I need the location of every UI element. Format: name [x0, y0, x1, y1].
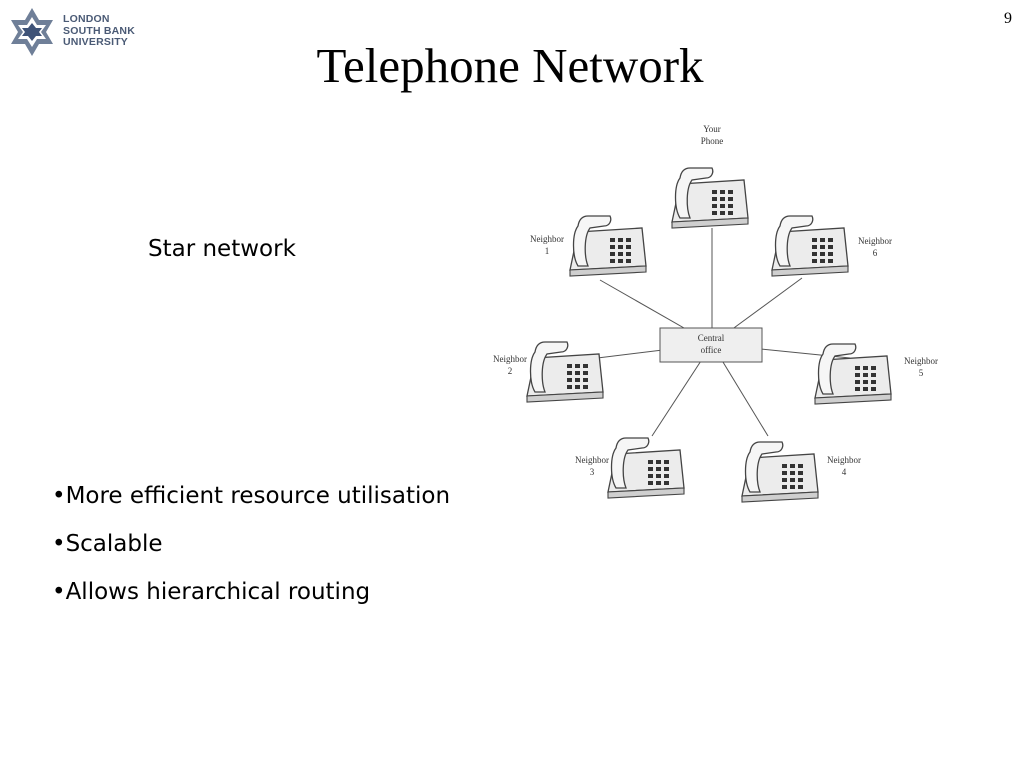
phone-icon — [814, 343, 892, 405]
node-label-your-phone: Phone — [701, 136, 724, 146]
node-label-neighbor-6: Neighbor — [858, 236, 892, 246]
logo-line: SOUTH BANK — [63, 24, 135, 37]
node-label-neighbor-5: 5 — [919, 368, 924, 378]
node-label-neighbor-3: 3 — [590, 467, 595, 477]
central-office-label: office — [701, 345, 722, 355]
node-label-neighbor-5: Neighbor — [904, 356, 938, 366]
bullet-list: •More efficient resource utilisation •Sc… — [52, 480, 450, 624]
phone-icon — [771, 215, 849, 277]
logo-line: LONDON — [63, 13, 110, 25]
phone-icon — [526, 341, 604, 403]
bullet-item: •Scalable — [52, 531, 163, 557]
node-label-your-phone: Your — [703, 124, 721, 134]
node-label-neighbor-1: Neighbor — [530, 234, 564, 244]
phone-icon — [569, 215, 647, 277]
slide-title: Telephone Network — [316, 38, 704, 93]
phone-icon — [607, 437, 685, 499]
bullet-item: •Allows hierarchical routing — [52, 579, 371, 605]
node-label-neighbor-6: 6 — [873, 248, 878, 258]
star-logo-icon — [11, 8, 53, 56]
node-label-neighbor-2: Neighbor — [493, 354, 527, 364]
node-label-neighbor-2: 2 — [508, 366, 513, 376]
university-logo: LONDON SOUTH BANK UNIVERSITY — [6, 6, 146, 62]
diagram-caption: Star network — [148, 236, 296, 262]
central-office-label: Central — [698, 333, 725, 343]
node-label-neighbor-4: Neighbor — [827, 455, 861, 465]
node-label-neighbor-1: 1 — [545, 246, 550, 256]
star-network-diagram: Central office Your Phone Neighbor 1 Nei… — [493, 124, 938, 503]
phone-icon — [741, 441, 819, 503]
phone-icon — [671, 167, 749, 229]
bullet-item: •More efficient resource utilisation — [52, 483, 451, 509]
node-label-neighbor-3: Neighbor — [575, 455, 609, 465]
logo-text: LONDON SOUTH BANK UNIVERSITY — [63, 13, 135, 49]
node-label-neighbor-4: 4 — [842, 467, 847, 477]
page-number: 9 — [1004, 10, 1012, 27]
central-office-box — [659, 327, 763, 363]
logo-line: UNIVERSITY — [63, 36, 129, 48]
